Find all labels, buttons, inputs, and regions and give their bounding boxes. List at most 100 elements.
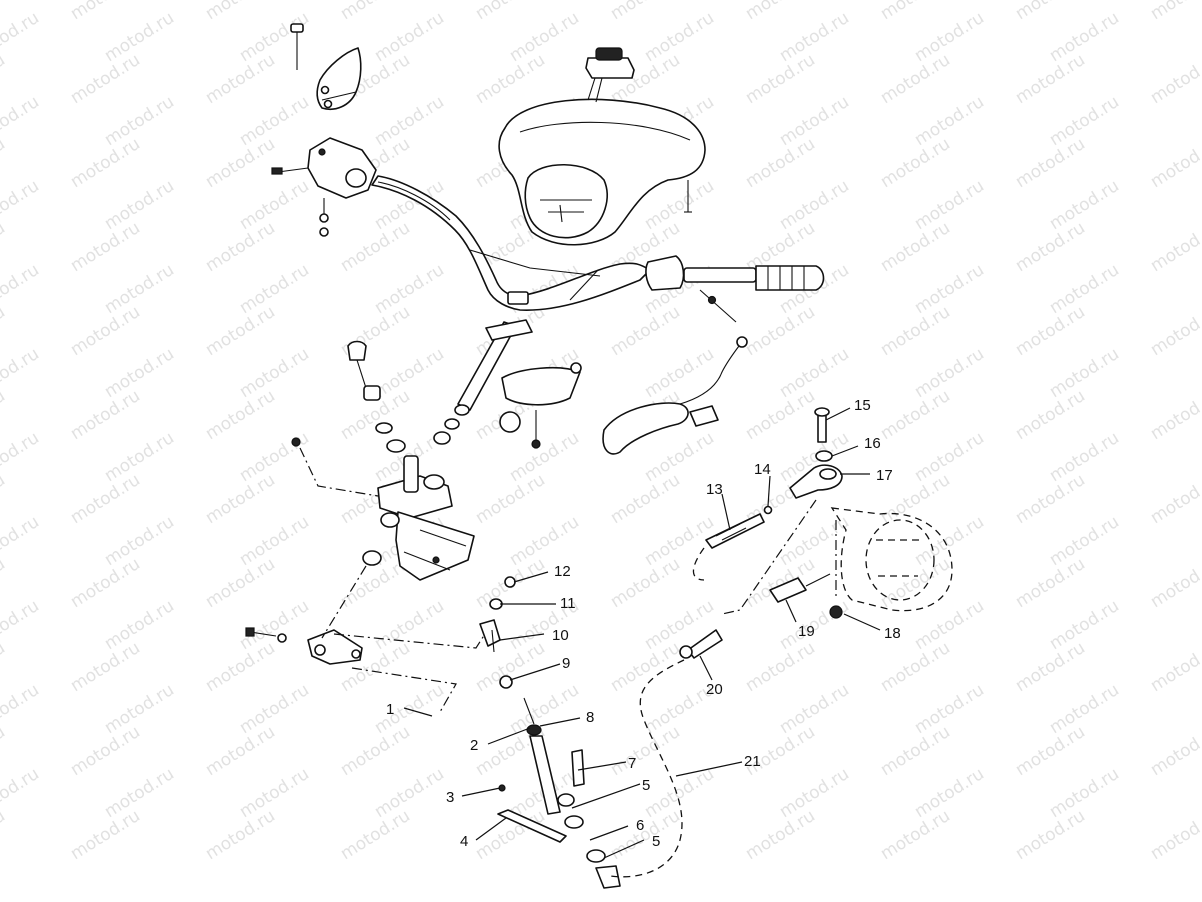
watermark-text: motod.ru <box>236 680 313 738</box>
watermark-text: motod.ru <box>506 512 583 570</box>
watermark-text: motod.ru <box>0 176 43 234</box>
watermark-text: motod.ru <box>67 806 144 864</box>
callout-7: 7 <box>628 755 636 772</box>
watermark-text: motod.ru <box>0 260 43 318</box>
watermark-text: motod.ru <box>101 428 178 486</box>
watermark-text: motod.ru <box>101 512 178 570</box>
watermark-text: motod.ru <box>776 764 853 822</box>
watermark-text: motod.ru <box>0 302 9 360</box>
callout-2: 2 <box>470 737 478 754</box>
callout-12: 12 <box>554 563 571 580</box>
steering-cover <box>499 362 582 449</box>
watermark-text: motod.ru <box>776 344 853 402</box>
watermark-text: motod.ru <box>67 302 144 360</box>
callout-20: 20 <box>706 681 723 698</box>
watermark-text: motod.ru <box>506 8 583 66</box>
watermark-text: motod.ru <box>1012 806 1089 864</box>
watermark-text: motod.ru <box>877 722 954 780</box>
watermark-text: motod.ru <box>1012 386 1089 444</box>
watermark-text: motod.ru <box>776 8 853 66</box>
watermark-text: motod.ru <box>202 50 279 108</box>
watermark-text: motod.ru <box>236 764 313 822</box>
watermark-text: motod.ru <box>67 386 144 444</box>
callout-8: 8 <box>586 709 594 726</box>
watermark-text: motod.ru <box>742 386 819 444</box>
watermark-text: motod.ru <box>371 764 448 822</box>
watermark-text: motod.ru <box>911 512 988 570</box>
watermark-text: motod.ru <box>371 344 448 402</box>
watermark-text: motod.ru <box>0 638 9 696</box>
watermark-text: motod.ru <box>776 92 853 150</box>
watermark-text: motod.ru <box>101 596 178 654</box>
watermark-text: motod.ru <box>1046 176 1123 234</box>
watermark-text: motod.ru <box>1046 260 1123 318</box>
callout-13: 13 <box>706 481 723 498</box>
watermark-text: motod.ru <box>202 134 279 192</box>
callout-labels: 1 2 3 4 5 5 6 7 8 9 10 11 12 13 14 15 16… <box>386 397 901 850</box>
watermark-text: motod.ru <box>101 92 178 150</box>
watermark-text: motod.ru <box>742 806 819 864</box>
watermark-text: motod.ru <box>1147 806 1202 864</box>
callout-3: 3 <box>446 789 454 806</box>
watermark-text: motod.ru <box>0 134 9 192</box>
steering-cable-assembly <box>497 697 621 889</box>
watermark-text: motod.ru <box>1147 302 1202 360</box>
watermark-text: motod.ru <box>877 50 954 108</box>
watermark-text: motod.ru <box>67 50 144 108</box>
watermark-text: motod.ru <box>202 470 279 528</box>
cable-fitting <box>679 573 843 659</box>
watermark-text: motod.ru <box>0 428 43 486</box>
watermark-text: motod.ru <box>101 176 178 234</box>
watermark-text: motod.ru <box>0 386 9 444</box>
watermark-text: motod.ru <box>607 806 684 864</box>
watermark-text: motod.ru <box>1012 50 1089 108</box>
watermark-text: motod.ru <box>1147 554 1202 612</box>
watermark-text: motod.ru <box>202 806 279 864</box>
watermark-text: motod.ru <box>506 428 583 486</box>
watermark-text: motod.ru <box>641 344 718 402</box>
throttle-mount-bracket <box>290 23 362 110</box>
watermark-text: motod.ru <box>742 50 819 108</box>
watermark-text: motod.ru <box>742 638 819 696</box>
watermark-text: motod.ru <box>202 554 279 612</box>
watermark-text: motod.ru <box>1012 218 1089 276</box>
callout-11: 11 <box>560 595 576 612</box>
watermark-text: motod.ru <box>0 8 43 66</box>
callout-9: 9 <box>562 655 570 672</box>
watermark-text: motod.ru <box>202 302 279 360</box>
watermark-text: motod.ru <box>0 344 43 402</box>
watermark-text: motod.ru <box>236 428 313 486</box>
watermark-text: motod.ru <box>1012 722 1089 780</box>
watermark-text: motod.ru <box>1012 470 1089 528</box>
watermark-text: motod.ru <box>1147 470 1202 528</box>
watermark-text: motod.ru <box>1147 638 1202 696</box>
watermark-text: motod.ru <box>337 0 414 24</box>
steering-cable <box>609 659 685 878</box>
callout-6: 6 <box>636 817 644 834</box>
watermark-text: motod.ru <box>1046 428 1123 486</box>
watermark-text: motod.ru <box>67 638 144 696</box>
watermark-text: motod.ru <box>0 722 9 780</box>
right-grip <box>645 255 825 323</box>
watermark-text: motod.ru <box>0 470 9 528</box>
watermark-text: motod.ru <box>67 470 144 528</box>
throttle-housing <box>271 137 377 237</box>
watermark-text: motod.ru <box>641 8 718 66</box>
watermark-text: motod.ru <box>877 386 954 444</box>
watermark-text: motod.ru <box>877 806 954 864</box>
watermark-text: motod.ru <box>202 638 279 696</box>
watermark-text: motod.ru <box>641 764 718 822</box>
watermark-text: motod.ru <box>607 554 684 612</box>
watermark-text: motod.ru <box>1012 554 1089 612</box>
watermark-text: motod.ru <box>911 596 988 654</box>
watermark-text: motod.ru <box>607 470 684 528</box>
steering-arm <box>245 627 363 665</box>
watermark-text: motod.ru <box>1046 764 1123 822</box>
watermark-text: motod.ru <box>877 134 954 192</box>
watermark-text: motod.ru <box>911 344 988 402</box>
watermark-text: motod.ru <box>67 218 144 276</box>
watermark-text: motod.ru <box>1012 638 1089 696</box>
watermark-text: motod.ru <box>742 554 819 612</box>
